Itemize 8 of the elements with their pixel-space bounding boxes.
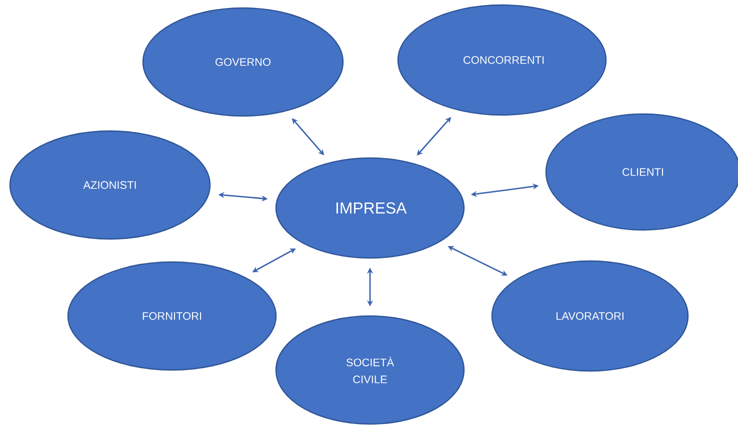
ellipse-node: IMPRESA xyxy=(275,157,465,259)
ellipse-node: LAVORATORI xyxy=(491,260,689,372)
ellipse-node: CONCORRENTI xyxy=(397,4,607,116)
ellipse-node: GOVERNO xyxy=(142,7,344,117)
ellipse-node: CLIENTI xyxy=(545,113,738,231)
ellipse-node: SOCIETÀ CIVILE xyxy=(275,315,465,425)
ellipse-node: FORNITORI xyxy=(67,261,277,371)
ellipse-node: AZIONISTI xyxy=(9,130,211,240)
